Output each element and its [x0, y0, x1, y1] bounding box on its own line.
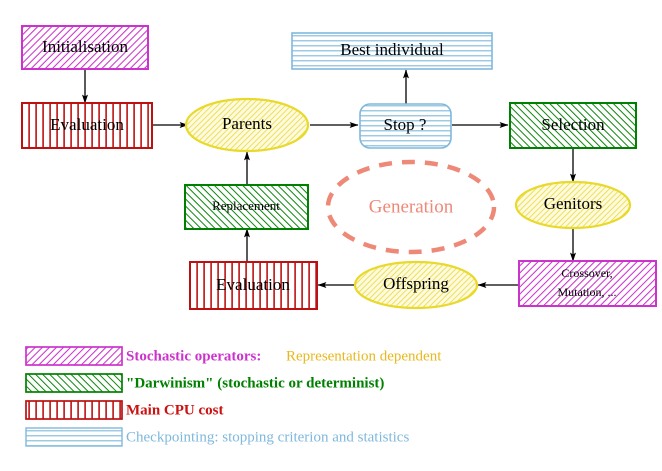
legend: Stochastic operators: Representation dep… [25, 346, 442, 447]
node-replacement[interactable]: Replacement [184, 184, 309, 230]
legend-label-cpu-cost: Main CPU cost [126, 402, 224, 418]
legend-swatch-darwinism [25, 373, 123, 393]
node-genitors[interactable]: Genitors [514, 180, 632, 230]
node-parents[interactable]: Parents [184, 97, 310, 153]
node-offspring[interactable]: Offspring [353, 260, 479, 310]
node-crossover-mutation[interactable]: Crossover, Mutation, ... [518, 260, 657, 307]
node-genitors-label: Genitors [544, 194, 603, 213]
node-selection-label: Selection [541, 115, 605, 134]
legend-label-checkpointing: Checkpointing: stopping criterion and st… [126, 429, 409, 445]
node-initialisation-label: Initialisation [42, 37, 128, 56]
node-selection[interactable]: Selection [509, 102, 637, 149]
node-stop[interactable]: Stop ? [359, 103, 452, 149]
legend-item-cpu-cost: Main CPU cost [25, 400, 224, 420]
node-best-individual-label: Best individual [340, 40, 444, 59]
legend-label-darwinism: "Darwinism" (stochastic or determinist) [126, 375, 384, 391]
node-initialisation[interactable]: Initialisation [21, 25, 149, 70]
legend-item-checkpointing: Checkpointing: stopping criterion and st… [25, 427, 409, 447]
node-generation-cycle: Generation [325, 159, 497, 255]
flow-edges [82, 69, 577, 289]
legend-label-stochastic: Stochastic operators: [126, 348, 261, 364]
node-replacement-label: Replacement [212, 198, 280, 213]
node-offspring-label: Offspring [383, 274, 449, 293]
node-best-individual[interactable]: Best individual [291, 32, 493, 70]
node-generation-label: Generation [369, 196, 454, 217]
node-crossover-label-line2: Mutation, ... [558, 285, 617, 299]
node-parents-label: Parents [222, 114, 272, 133]
legend-label-representation-dependent: Representation dependent [286, 348, 442, 364]
node-evaluation-top[interactable]: Evaluation [21, 102, 153, 149]
node-stop-label: Stop ? [384, 115, 427, 134]
legend-swatch-checkpointing [25, 427, 123, 447]
legend-swatch-stochastic [25, 346, 123, 366]
node-crossover-label-line1: Crossover, [561, 266, 612, 280]
node-evaluation-bottom-label: Evaluation [216, 275, 290, 294]
legend-item-darwinism: "Darwinism" (stochastic or determinist) [25, 373, 384, 393]
node-evaluation-top-label: Evaluation [50, 115, 124, 134]
node-evaluation-bottom[interactable]: Evaluation [189, 261, 318, 310]
legend-item-stochastic: Stochastic operators: Representation dep… [25, 346, 442, 366]
legend-swatch-cpu-cost [25, 400, 123, 420]
